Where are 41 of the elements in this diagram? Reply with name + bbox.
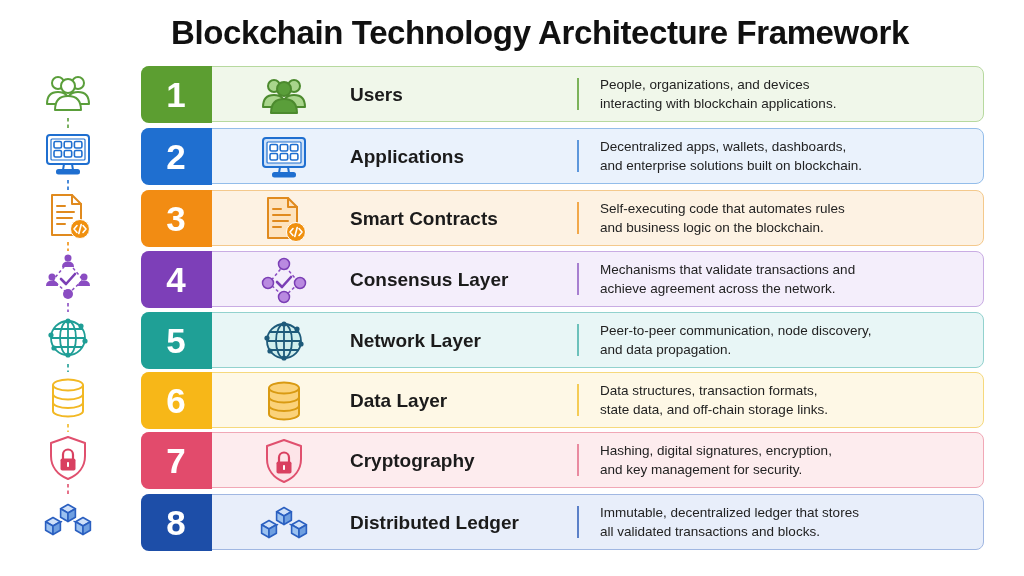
layer-number-tab: 1 [140,65,212,123]
dashed-connector [67,117,69,129]
layer-row [141,494,984,550]
layer-name: Network Layer [350,330,481,350]
layer-name: Data Layer [350,390,448,410]
dashed-connector [67,363,69,373]
layer-number-tab: 8 [140,493,212,551]
dashed-connector [67,179,69,191]
layer-description: Data structures, transaction formats, state data, and off-chain storage links. [600,382,829,419]
layer-row [141,312,984,368]
layer-number-tab: 7 [140,431,212,489]
layer-name: Applications [350,146,464,166]
layer-row [141,372,984,428]
layer-description: Hashing, digital signatures, encryption, and key management for security. [600,442,833,479]
layer-number-tab: 6 [140,371,212,429]
layer-row [141,190,984,246]
layer-name: Cryptography [350,450,475,470]
layer-name: Distributed Ledger [350,512,519,532]
layer-row [141,66,984,122]
dashed-connector [67,302,69,313]
dashed-connector [67,241,69,252]
layer-name: Consensus Layer [350,269,509,289]
layer-row [141,128,984,184]
layer-number-tab: 4 [140,250,212,308]
network-check-icon [44,253,92,301]
layer-name: Users [350,84,403,104]
layer-description: People, organizations, and devices interacting with blockchain applications. [600,76,838,113]
layer-description: Decentralized apps, wallets, dashboards, and enterprise solutions built on blockchain. [600,138,863,175]
layer-description: Immutable, decentralized ledger that stores all validated transactions and blocks. [600,504,860,541]
layer-number-tab: 2 [140,127,212,185]
dashed-connector [67,483,69,495]
layer-name: Smart Contracts [350,208,498,228]
layer-description: Self-executing code that automates rules and business logic on the blockchain. [600,200,846,237]
diagram-title: Blockchain Technology Architecture Framework [171,13,909,53]
layer-number-tab: 3 [140,189,212,247]
layer-row [141,432,984,488]
layer-description: Peer-to-peer communication, node discovery, and data propagation. [600,322,873,359]
layer-row [141,251,984,307]
layer-number-tab: 5 [140,311,212,369]
dashed-connector [67,423,69,433]
layer-description: Mechanisms that validate transactions and achieve agreement across the network. [600,261,857,298]
